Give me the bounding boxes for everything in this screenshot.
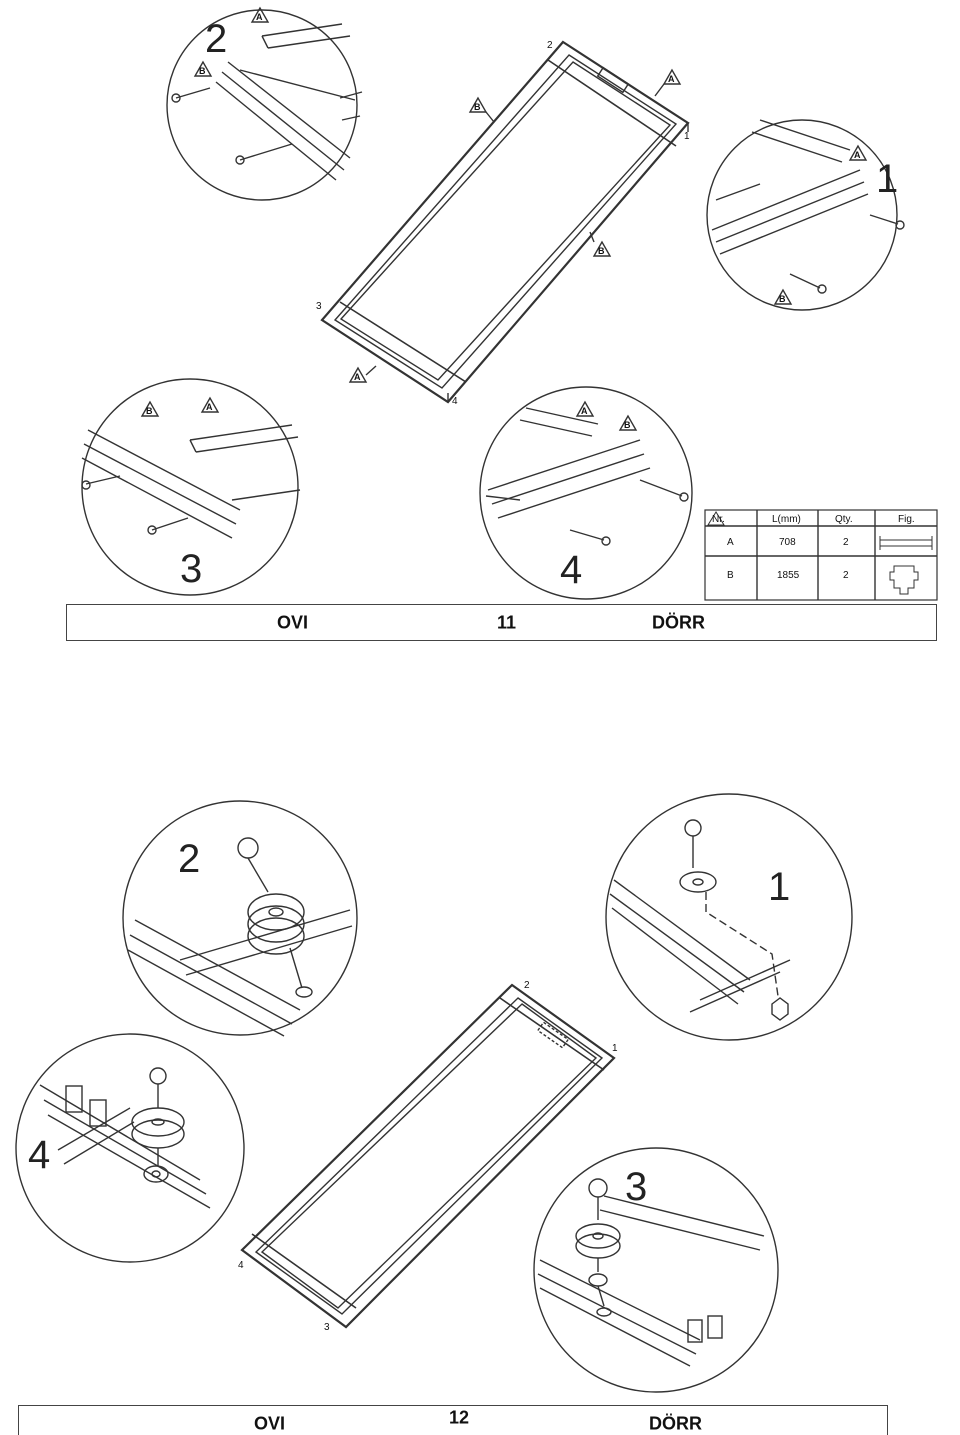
part-marker-a-bottom: A [348, 365, 377, 383]
callout-4: 4 [560, 548, 582, 592]
page-number: 12 [449, 1407, 470, 1428]
frame-corner-3: 3 [316, 301, 322, 312]
callout-3: 3 [180, 547, 202, 591]
door-frame-drawing [320, 40, 690, 404]
svg-text:A: A [354, 372, 361, 382]
frame-corner-2: 2 [547, 40, 553, 51]
svg-text:A: A [668, 74, 675, 84]
callout-2: 2 [178, 837, 200, 881]
table-header-length: L(mm) [772, 514, 801, 525]
part-marker-a-circle1: A [848, 144, 868, 161]
frame-corner-2: 2 [524, 980, 530, 991]
table-header-nr: Nr. [712, 514, 725, 525]
table-cell-nr: A [727, 537, 734, 548]
table-header-fig: Fig. [898, 514, 915, 525]
parts-table: Nr. L(mm) Qty. Fig. A 708 2 B 1855 2 [704, 509, 938, 601]
part-marker-a-top: A [654, 68, 682, 97]
profile-figure-b [889, 565, 919, 595]
part-marker-a-circle2: A [250, 6, 270, 23]
frame-corner-1: 1 [612, 1043, 618, 1054]
table-cell-length: 1855 [777, 570, 800, 581]
callout-3: 3 [625, 1165, 647, 1209]
table-cell-qty: 2 [843, 537, 849, 548]
svg-text:B: B [199, 66, 206, 76]
svg-text:B: B [779, 294, 786, 304]
part-marker-b-circle4: B [618, 414, 638, 431]
footer-finnish-label: OVI [254, 1413, 286, 1434]
detail-circle-4 [479, 386, 693, 600]
table-cell-nr: B [727, 570, 734, 581]
part-marker-a-circle4: A [575, 400, 595, 417]
detail-circle-1 [706, 119, 905, 311]
detail-circle-2-p12 [122, 800, 358, 1037]
callout-1: 1 [876, 157, 898, 201]
table-header-qty: Qty. [835, 514, 853, 525]
frame-corner-4: 4 [238, 1260, 244, 1271]
svg-text:A: A [581, 406, 588, 416]
table-cell-length: 708 [779, 537, 796, 548]
svg-text:B: B [598, 246, 605, 256]
svg-text:A: A [206, 402, 213, 412]
page-footer-11: OVI 11 DÖRR [66, 604, 937, 641]
svg-text:B: B [146, 406, 153, 416]
part-marker-b-left: B [468, 96, 495, 123]
part-marker-b-circle2: B [193, 60, 213, 77]
detail-circle-3-p12 [533, 1147, 779, 1393]
table-cell-qty: 2 [843, 570, 849, 581]
callout-1: 1 [768, 865, 790, 909]
part-marker-b-right: B [589, 231, 612, 257]
profile-figure-a [879, 536, 933, 550]
part-marker-b-circle1: B [773, 288, 793, 305]
svg-text:A: A [854, 150, 861, 160]
part-marker-b-circle3: B [140, 400, 160, 417]
detail-circle-2 [166, 9, 363, 201]
footer-swedish-label: DÖRR [652, 612, 705, 632]
frame-corner-3: 3 [324, 1322, 330, 1333]
svg-text:B: B [624, 420, 631, 430]
callout-4: 4 [28, 1133, 50, 1177]
svg-text:A: A [256, 12, 263, 22]
detail-circle-3 [81, 378, 301, 596]
detail-circle-1-p12 [605, 793, 853, 1041]
page-number: 11 [497, 612, 517, 632]
detail-circle-4-p12 [15, 1033, 245, 1263]
door-frame-drawing-12 [240, 983, 616, 1329]
part-marker-a-circle3: A [200, 396, 220, 413]
svg-text:B: B [474, 102, 481, 112]
footer-finnish-label: OVI [277, 612, 309, 632]
frame-corner-4: 4 [452, 396, 458, 407]
frame-corner-1: 1 [684, 131, 690, 142]
footer-swedish-label: DÖRR [649, 1413, 702, 1434]
page-footer-12: OVI 12 DÖRR [18, 1405, 888, 1435]
callout-2: 2 [205, 17, 227, 61]
